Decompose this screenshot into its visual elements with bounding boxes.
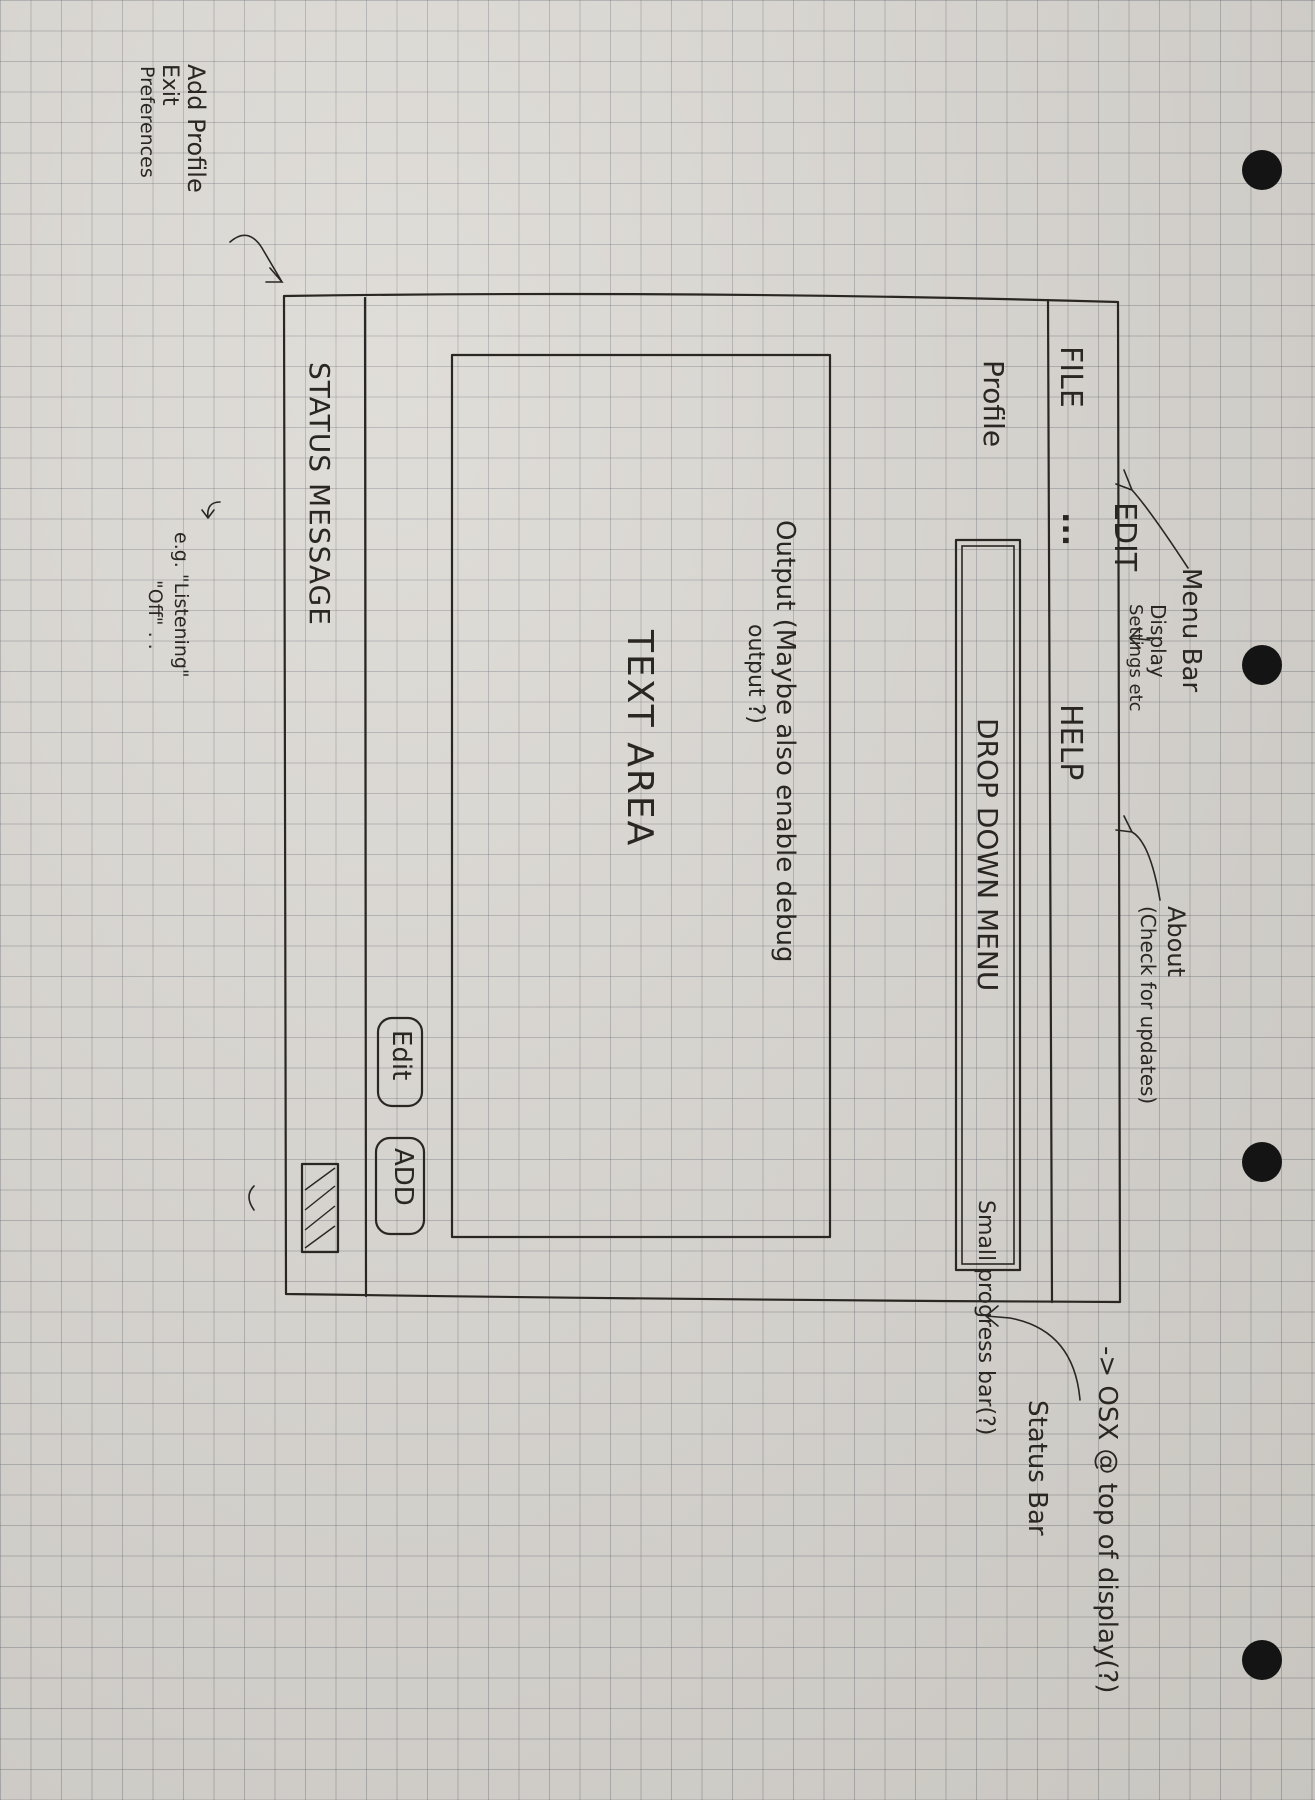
annotation-display-settings-1: Display xyxy=(1146,604,1170,678)
progress-bar-outline xyxy=(300,1162,340,1254)
file-menu-item-add-profile: Add Profile xyxy=(182,64,210,193)
dropdown-label: DROP DOWN MENU xyxy=(971,718,1004,992)
annotation-status-examples-2: "Off" . . xyxy=(144,580,166,650)
status-bar-divider xyxy=(363,296,368,1298)
text-area-label: TEXT AREA xyxy=(619,630,660,848)
text-area-box xyxy=(450,353,832,1239)
menu-bar-divider xyxy=(1046,298,1054,1304)
edit-button-label: Edit xyxy=(386,1030,416,1081)
add-button-outline xyxy=(374,1136,426,1236)
annotation-status-bar: Status Bar xyxy=(1022,1400,1052,1536)
edit-button-outline xyxy=(376,1016,424,1108)
annotation-about: About xyxy=(1162,906,1190,977)
add-button-label: ADD xyxy=(388,1148,418,1206)
annotation-status-examples-1: e.g. "Listening" xyxy=(170,532,192,678)
punch-hole-2 xyxy=(1242,645,1282,685)
menu-edit: EDIT xyxy=(1107,502,1142,572)
arrow-progress-bar xyxy=(248,1185,255,1211)
annotation-menu-bar: Menu Bar xyxy=(1176,568,1206,693)
arrow-status-message xyxy=(201,501,221,519)
dropdown-box xyxy=(954,538,1022,1272)
annotation-display-settings-2: Settings etc xyxy=(1125,604,1146,712)
arrow-file-menu xyxy=(229,234,284,283)
output-note-line1: Output (Maybe also enable debug xyxy=(770,520,800,963)
punch-hole-1 xyxy=(1242,150,1282,190)
arrow-display-settings xyxy=(1129,627,1151,649)
annotation-progress-bar: Small progress bar(?) xyxy=(973,1200,998,1436)
menu-file: FILE xyxy=(1053,346,1088,408)
status-message: STATUS MESSAGE xyxy=(303,362,336,626)
menu-ellipsis: ... xyxy=(1055,512,1090,547)
annotation-check-updates: (Check for updates) xyxy=(1136,906,1160,1105)
dropdown-inner xyxy=(961,545,1015,1265)
punch-hole-4 xyxy=(1242,1640,1282,1680)
arrow-about xyxy=(1115,815,1161,901)
profile-label: Profile xyxy=(977,360,1010,448)
arrow-menu-bar xyxy=(1115,469,1189,569)
output-note-line2: output ?) xyxy=(743,624,768,724)
menu-help: HELP xyxy=(1053,704,1088,781)
arrow-status-bar xyxy=(985,1305,1081,1401)
annotation-osx: -> OSX @ top of display(?) xyxy=(1092,1346,1122,1694)
file-menu-item-preferences: Preferences xyxy=(136,66,158,178)
file-menu-item-exit: Exit xyxy=(157,64,182,106)
punch-hole-3 xyxy=(1242,1142,1282,1182)
window-outline xyxy=(282,292,1122,1304)
